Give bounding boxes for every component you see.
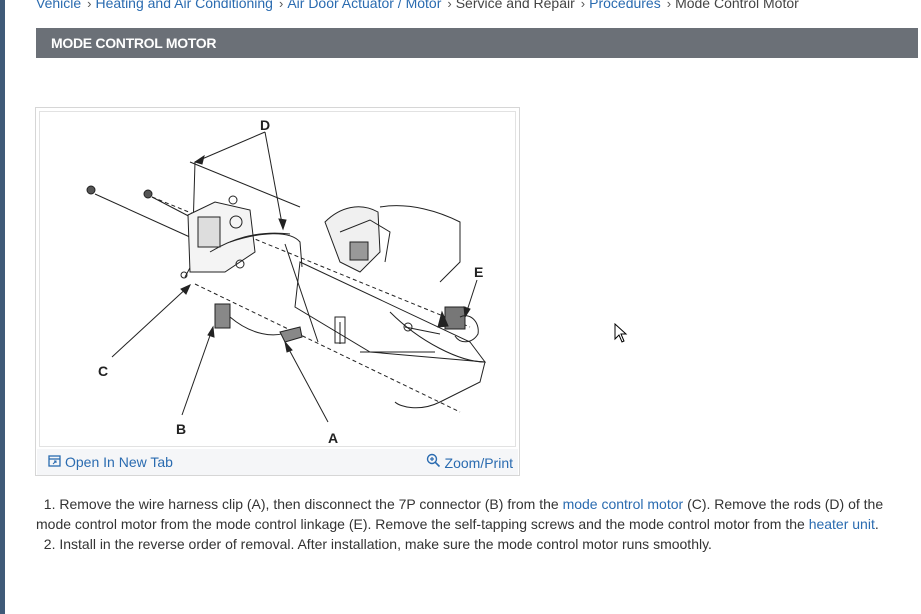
step-2-text: Install in the reverse order of removal.… [59, 536, 712, 552]
left-rail [0, 0, 5, 614]
breadcrumb-procedures[interactable]: Procedures [589, 0, 661, 11]
heater-unit-link[interactable]: heater unit [808, 516, 875, 532]
callout-d: D [260, 117, 270, 133]
breadcrumb-heating-ac[interactable]: Heating and Air Conditioning [95, 0, 273, 11]
step-1: 1. Remove the wire harness clip (A), the… [36, 494, 906, 534]
open-in-new-tab-link[interactable]: Open In New Tab [48, 453, 173, 471]
callout-e: E [474, 264, 483, 280]
step-1-number: 1. [43, 496, 56, 512]
step-2-number: 2. [43, 536, 56, 552]
figure-footer: Open In New Tab Zoom/Print [37, 449, 518, 475]
diagram-image[interactable]: D E C B A [39, 111, 516, 447]
open-new-tab-icon [48, 453, 61, 471]
step-1-text-a: Remove the wire harness clip (A), then d… [59, 496, 559, 512]
chevron-right-icon: › [666, 0, 672, 11]
zoom-print-label: Zoom/Print [444, 454, 513, 471]
breadcrumb: Vehicle›Heating and Air Conditioning›Air… [36, 0, 799, 13]
breadcrumb-vehicle[interactable]: Vehicle [36, 0, 82, 11]
breadcrumb-air-door-actuator[interactable]: Air Door Actuator / Motor [287, 0, 442, 11]
mouse-cursor-icon [614, 323, 628, 343]
mode-control-motor-link[interactable]: mode control motor [562, 496, 684, 512]
step-1-text-c: . [874, 516, 879, 532]
breadcrumb-service-repair: Service and Repair [455, 0, 575, 11]
chevron-right-icon: › [580, 0, 586, 11]
callout-a: A [328, 430, 338, 446]
chevron-right-icon: › [87, 0, 92, 11]
chevron-right-icon: › [278, 0, 284, 11]
zoom-print-link[interactable]: Zoom/Print [426, 453, 513, 472]
callout-b: B [176, 421, 186, 437]
step-2: 2. Install in the reverse order of remov… [36, 534, 906, 554]
zoom-icon [426, 453, 441, 472]
mode-control-motor-diagram: D E C B A [86, 117, 487, 446]
instructions: 1. Remove the wire harness clip (A), the… [36, 494, 906, 554]
callout-c: C [98, 363, 108, 379]
page-title: MODE CONTROL MOTOR [36, 28, 918, 58]
figure-card: D E C B A Open In New Tab Zoom/Print [35, 107, 520, 476]
breadcrumb-current: Mode Control Motor [675, 0, 799, 11]
chevron-right-icon: › [447, 0, 452, 11]
open-in-new-tab-label: Open In New Tab [65, 454, 173, 470]
step-1-text-b: (C). Remove the rods (D) of the mode con… [36, 496, 884, 532]
